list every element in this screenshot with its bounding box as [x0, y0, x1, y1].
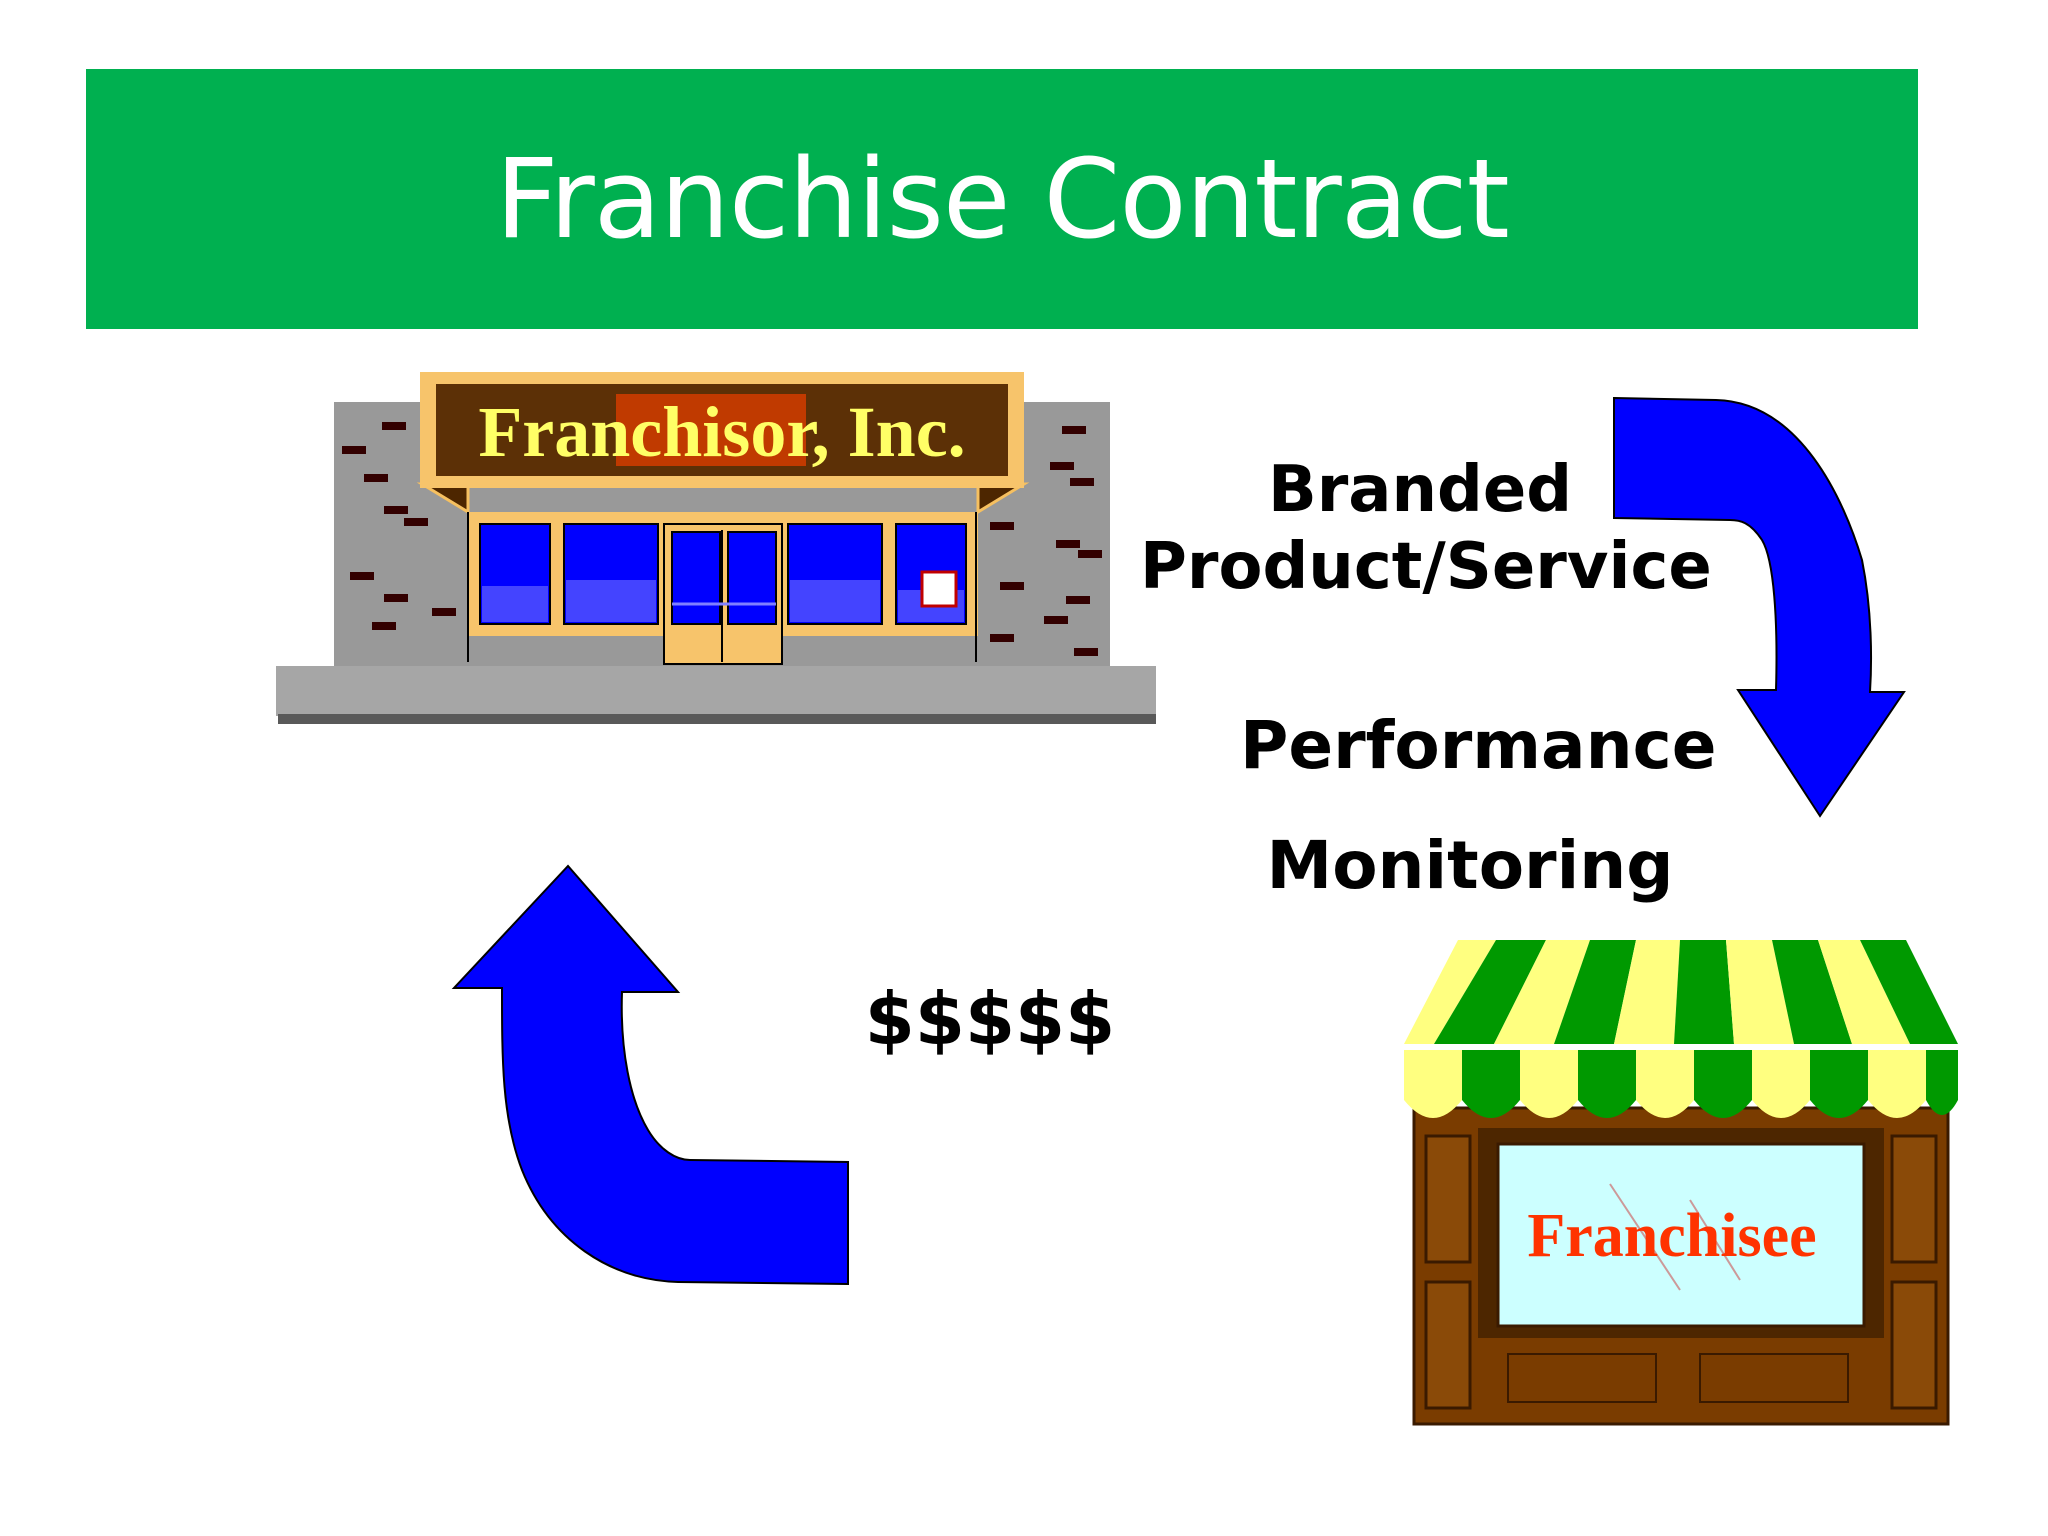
store-door[interactable]	[663, 523, 783, 665]
title-banner: Franchise Contract	[86, 69, 1918, 329]
branded-label-line2: Product/Service	[1140, 529, 1712, 604]
money-label: $$$$$	[864, 977, 1116, 1061]
franchisor-sign-text: Franchisor, Inc.	[478, 392, 965, 472]
down-curved-arrow-icon	[1613, 396, 1906, 818]
sidewalk	[276, 666, 1156, 716]
striped-awning	[1404, 940, 1958, 1118]
up-curved-arrow-icon	[451, 864, 849, 1286]
sign-highlight	[616, 394, 806, 466]
franchisee-sign-text: Franchisee	[1527, 1202, 1816, 1270]
shop-window	[1496, 1142, 1866, 1328]
franchisee-store-icon: Franchisee	[1404, 940, 1958, 1426]
monitoring-label: Monitoring	[1266, 827, 1674, 904]
lower-panel-left	[1507, 1353, 1657, 1403]
performance-label: Performance	[1240, 707, 1717, 784]
page-title: Franchise Contract	[495, 135, 1510, 263]
lower-panel-right	[1699, 1353, 1849, 1403]
store-windows	[479, 523, 967, 625]
branded-label-line1: Branded	[1267, 453, 1573, 527]
wall-bricks	[342, 422, 1102, 656]
branded-product-label: Branded Product/Service	[1140, 452, 1712, 606]
sidewalk-edge	[278, 714, 1156, 724]
franchisor-store-icon: Franchisor, Inc.	[276, 372, 1156, 724]
